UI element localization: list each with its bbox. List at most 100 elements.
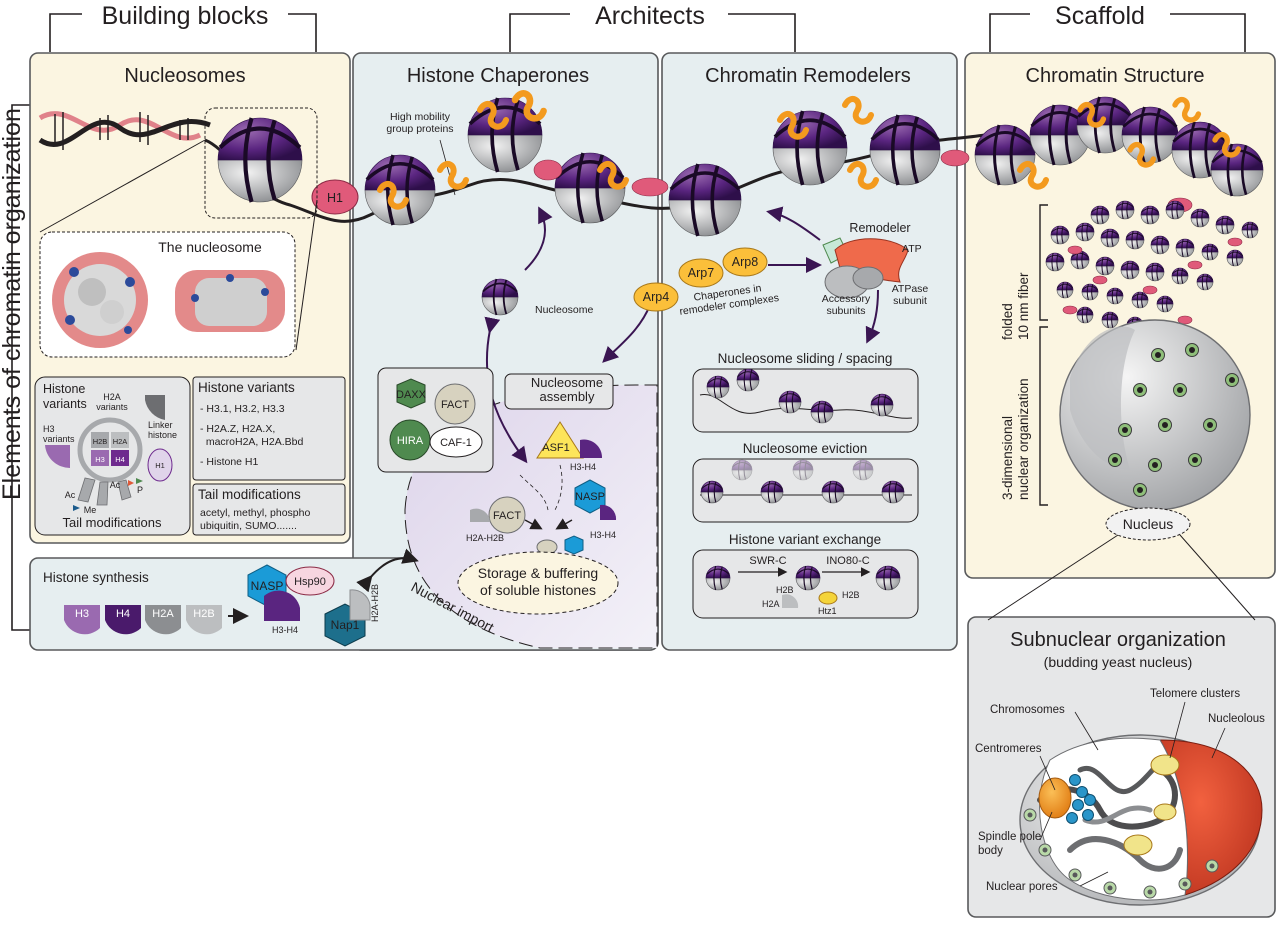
nucleosome-dna-wrap	[1101, 256, 1104, 276]
nucleosome-dna-wrap	[701, 483, 723, 490]
fact2-shape[interactable]	[488, 496, 526, 534]
nucleosome-dna-wrap	[1076, 224, 1094, 230]
asf1-h3h4-shape	[580, 439, 603, 458]
nucleosome-dna-wrap	[1051, 227, 1069, 233]
nucleosome-dna-wrap	[889, 566, 893, 590]
hmg-protein	[1017, 161, 1049, 190]
nucleosome-dna-wrap	[793, 462, 813, 468]
daxx-shape[interactable]	[396, 378, 426, 409]
nucleosome-icon	[217, 117, 303, 203]
nucleosome-dna-wrap	[1081, 222, 1084, 242]
nucleosome-lower-half	[1175, 247, 1195, 258]
caf1-shape[interactable]	[429, 426, 483, 458]
nucleosome-dna-wrap	[1136, 291, 1139, 309]
nucleosome-icon	[1196, 273, 1214, 291]
nucleosome-dna-wrap	[888, 480, 892, 504]
nucleosome-lower-half	[1056, 289, 1074, 299]
nucleosome-dna-wrap	[1116, 202, 1134, 208]
nucleosome-dna-wrap	[1086, 223, 1089, 241]
nucleosome-lower-half	[852, 469, 874, 481]
dna-base-pairs	[54, 112, 189, 150]
nuclear-pore-center	[1137, 387, 1143, 393]
synth-h2b: H2B	[193, 608, 214, 620]
hsp90-shape[interactable]	[285, 566, 335, 596]
nucleus-label-oval	[1105, 507, 1191, 541]
h1-linker-histone	[1092, 275, 1108, 285]
nucleosome-icon	[1045, 252, 1065, 272]
nucleosome-dna-wrap	[975, 131, 1035, 148]
nucleosome-dna-wrap	[1101, 230, 1119, 236]
nucleosome-icon	[1131, 291, 1149, 309]
nucleosome-icon	[1145, 262, 1165, 282]
nucleosome-group	[217, 96, 1264, 591]
nucleosome-lower-half	[668, 199, 742, 237]
dashed-routes	[519, 464, 563, 511]
nucleosome-lower-half	[772, 147, 848, 186]
yeast-nuclear-pore-center	[1182, 881, 1188, 887]
nucleosome-dna-wrap	[1201, 209, 1204, 227]
yeast-pore-group	[1023, 808, 1219, 899]
variants-list-box	[192, 376, 346, 481]
nucleosome-upper-half	[481, 278, 519, 298]
nucleus-cutaway	[1070, 326, 1135, 470]
nucleosome-dna-wrap	[719, 376, 723, 398]
storage-nasp-small	[564, 535, 584, 555]
nucleosome-dna-wrap	[502, 279, 508, 315]
nucleosome-dna-wrap	[1156, 263, 1159, 281]
fact-label: FACT	[441, 399, 469, 411]
nucleosome-dna-wrap	[749, 369, 753, 391]
nucleosome-lower-half	[706, 386, 730, 399]
synth-h3: H3	[75, 608, 89, 620]
nucleosome-dna-wrap	[1181, 238, 1184, 258]
h2b-left-label: H2B	[776, 585, 794, 595]
arp7-shape[interactable]	[678, 258, 724, 288]
nucleosome-dna-wrap	[1077, 308, 1093, 313]
nucleosome-dna-wrap	[1136, 231, 1139, 249]
nucleosome-dna-wrap	[1246, 221, 1249, 239]
h1-linker-histone	[1227, 237, 1243, 247]
tail-mods-list-box	[192, 483, 346, 536]
nucleosome-icon	[731, 459, 753, 481]
nucleosome-dna-wrap	[1107, 289, 1123, 294]
nucleosome-icon	[1106, 287, 1124, 305]
nuclear-pore-center	[1137, 487, 1143, 493]
nucleosome-lower-half	[810, 411, 834, 424]
asf1-shape[interactable]	[536, 421, 584, 459]
nucleosome-icon	[792, 459, 814, 481]
nucleosome-dna-wrap	[218, 126, 302, 149]
nucleosome-upper-half	[731, 459, 753, 471]
nucleosome-lower-half	[1241, 229, 1259, 239]
nucleosome-dna-wrap	[883, 565, 887, 591]
title-chromatin-remodelers: Chromatin Remodelers	[705, 65, 911, 87]
nucleosome-dna-wrap	[1051, 252, 1054, 272]
nucleosome-dna-wrap	[773, 118, 847, 139]
nucleosome-lower-half	[1095, 265, 1115, 276]
nucleosome-dna-wrap	[690, 163, 700, 237]
nucleosome-upper-half	[1121, 106, 1179, 136]
nucleosome-dna-wrap	[791, 391, 795, 413]
nucleosome-dna-wrap	[822, 483, 844, 490]
nucleosome-dna-wrap	[576, 152, 585, 224]
nucleosome-lower-half	[1070, 259, 1090, 270]
arp4-shape[interactable]	[633, 282, 679, 312]
nucleosome-lower-half	[1156, 303, 1174, 313]
nucleosome-lower-half	[1145, 271, 1165, 282]
nucleosome-dna-wrap	[823, 401, 827, 423]
nasp-shape[interactable]	[574, 479, 606, 514]
nucleosome-dna-wrap	[804, 460, 807, 480]
nucleosome-dna-wrap	[1171, 200, 1174, 220]
nucleosome-dna-wrap	[882, 483, 904, 490]
nucleosome-dna-wrap	[877, 393, 881, 417]
hmg-protein	[1172, 96, 1202, 123]
nucleosome-lower-half	[1106, 295, 1124, 305]
nuclear-pore-group	[1108, 343, 1239, 497]
fact-shape[interactable]	[434, 383, 476, 425]
nuclear-pore-center	[1152, 462, 1158, 468]
arp8-shape[interactable]	[722, 247, 768, 277]
nucleosome-icon	[821, 480, 845, 504]
three-d-label: 3-dimensionalnuclear organization	[1000, 378, 1031, 500]
synthesis-title: Histone synthesis	[43, 570, 149, 585]
centromere-bead	[1084, 794, 1096, 806]
nucleosome-upper-half	[792, 459, 814, 471]
